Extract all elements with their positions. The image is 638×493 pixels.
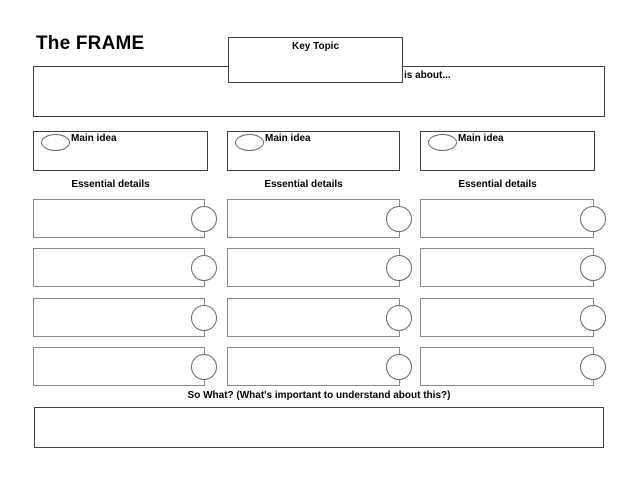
page-title: The FRAME	[36, 33, 145, 54]
sequence-circle	[580, 206, 606, 232]
detail-box-r2-c3[interactable]	[420, 248, 606, 287]
key-topic-label: Key Topic	[291, 41, 340, 52]
detail-box-r2-c2[interactable]	[227, 248, 412, 287]
detail-box-r4-c1[interactable]	[33, 347, 217, 386]
detail-box-r1-c1[interactable]	[33, 199, 217, 238]
main-idea-box-3[interactable]: Main idea	[420, 131, 595, 171]
oval-shape	[235, 134, 264, 151]
detail-box-r3-c3[interactable]	[420, 298, 606, 337]
detail-box-r3-c1[interactable]	[33, 298, 217, 337]
sequence-circle	[191, 255, 217, 281]
sequence-circle	[386, 354, 412, 380]
so-what-label: So What? (What's important to understand…	[187, 390, 451, 401]
detail-box-r1-c3[interactable]	[420, 199, 606, 238]
main-idea-label: Main idea	[71, 133, 117, 144]
oval-shape	[428, 134, 457, 151]
sequence-circle	[191, 305, 217, 331]
is-about-label: is about...	[404, 70, 451, 81]
detail-box-r2-c1[interactable]	[33, 248, 217, 287]
sequence-circle	[580, 305, 606, 331]
detail-box-r1-c2[interactable]	[227, 199, 412, 238]
sequence-circle	[386, 305, 412, 331]
oval-shape	[41, 134, 70, 151]
essential-details-label-1: Essential details	[71, 179, 150, 190]
key-topic-box[interactable]: Key Topic	[228, 37, 403, 83]
so-what-answer-box[interactable]	[34, 407, 604, 448]
main-idea-label: Main idea	[265, 133, 311, 144]
essential-details-label-2: Essential details	[264, 179, 343, 190]
sequence-circle	[191, 354, 217, 380]
sequence-circle	[580, 255, 606, 281]
sequence-circle	[386, 206, 412, 232]
sequence-circle	[580, 354, 606, 380]
sequence-circle	[386, 255, 412, 281]
sequence-circle	[191, 206, 217, 232]
detail-box-r4-c2[interactable]	[227, 347, 412, 386]
essential-details-label-3: Essential details	[458, 179, 537, 190]
main-idea-label: Main idea	[458, 133, 504, 144]
main-idea-box-1[interactable]: Main idea	[33, 131, 208, 171]
main-idea-box-2[interactable]: Main idea	[227, 131, 400, 171]
detail-box-r3-c2[interactable]	[227, 298, 412, 337]
detail-box-r4-c3[interactable]	[420, 347, 606, 386]
